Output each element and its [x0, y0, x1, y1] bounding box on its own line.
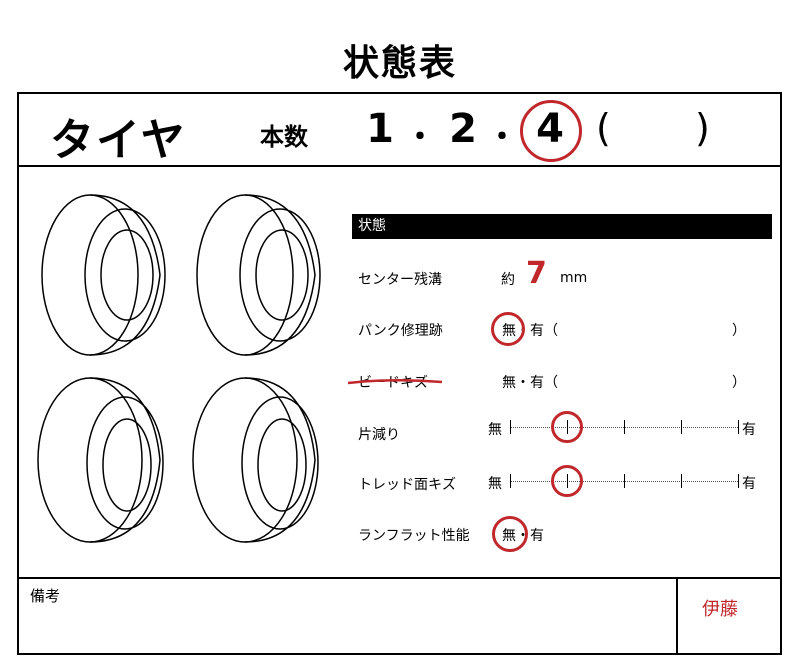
tire-rear-left-icon [37, 377, 164, 543]
status-sheet [17, 92, 782, 655]
selection-circle [491, 312, 525, 346]
uneven-wear-left: 無 [488, 422, 502, 438]
bead-damage-close: ） [732, 375, 746, 391]
tread-damage-label: トレッド面キズ [358, 477, 456, 493]
footer-divider [17, 577, 782, 579]
bead-damage-options: 無・有（ [502, 375, 558, 391]
header-divider [17, 165, 782, 167]
status-heading-label: 状態 [358, 218, 386, 234]
center-groove-value: 7 [526, 256, 547, 291]
tire-front-left-icon [41, 194, 166, 356]
count-separator: ・ [487, 120, 517, 155]
tire-front-right-icon [196, 194, 321, 356]
count-paren-close: ) [695, 106, 710, 150]
count-option-2: 2 [449, 106, 477, 152]
signature: 伊藤 [702, 599, 738, 620]
tread-damage-right: 有 [742, 476, 756, 492]
tire-label: タイヤ [50, 115, 187, 166]
scale-tick [510, 474, 511, 488]
puncture-repair-label: パンク修理跡 [358, 323, 443, 339]
tire-rear-right-icon [192, 377, 319, 543]
scale-tick [738, 474, 739, 488]
strike-through-mark [347, 371, 443, 385]
scale-tick [624, 420, 625, 434]
signature-divider [676, 577, 678, 655]
center-groove-unit: mm [560, 270, 588, 286]
count-label: 本数 [260, 123, 308, 151]
puncture-repair-close: ） [732, 323, 746, 339]
uneven-wear-right: 有 [742, 422, 756, 438]
center-groove-prefix: 約 [501, 272, 515, 288]
count-paren-open: ( [596, 106, 611, 150]
tire-diagram [37, 194, 321, 543]
scale-tick [681, 420, 682, 434]
count-option-1: 1 [366, 106, 394, 152]
page-title: 状態表 [342, 43, 457, 84]
status-heading: 状態 [352, 214, 772, 239]
remarks-label: 備考 [30, 587, 61, 605]
scale-tick [681, 474, 682, 488]
center-groove-label: センター残溝 [358, 272, 442, 288]
run-flat-label: ランフラット性能 [358, 528, 470, 544]
scale-selection-circle [551, 411, 583, 443]
scale-tick [510, 420, 511, 434]
scale-selection-circle [551, 465, 583, 497]
bead-damage-label: ビードキズ [358, 375, 428, 391]
scale-tick [738, 420, 739, 434]
uneven-wear-label: 片減り [358, 427, 400, 443]
scale-tick [624, 474, 625, 488]
selection-circle [492, 516, 528, 552]
selection-circle [520, 100, 582, 162]
count-separator: ・ [405, 120, 435, 155]
tread-damage-left: 無 [488, 476, 502, 492]
